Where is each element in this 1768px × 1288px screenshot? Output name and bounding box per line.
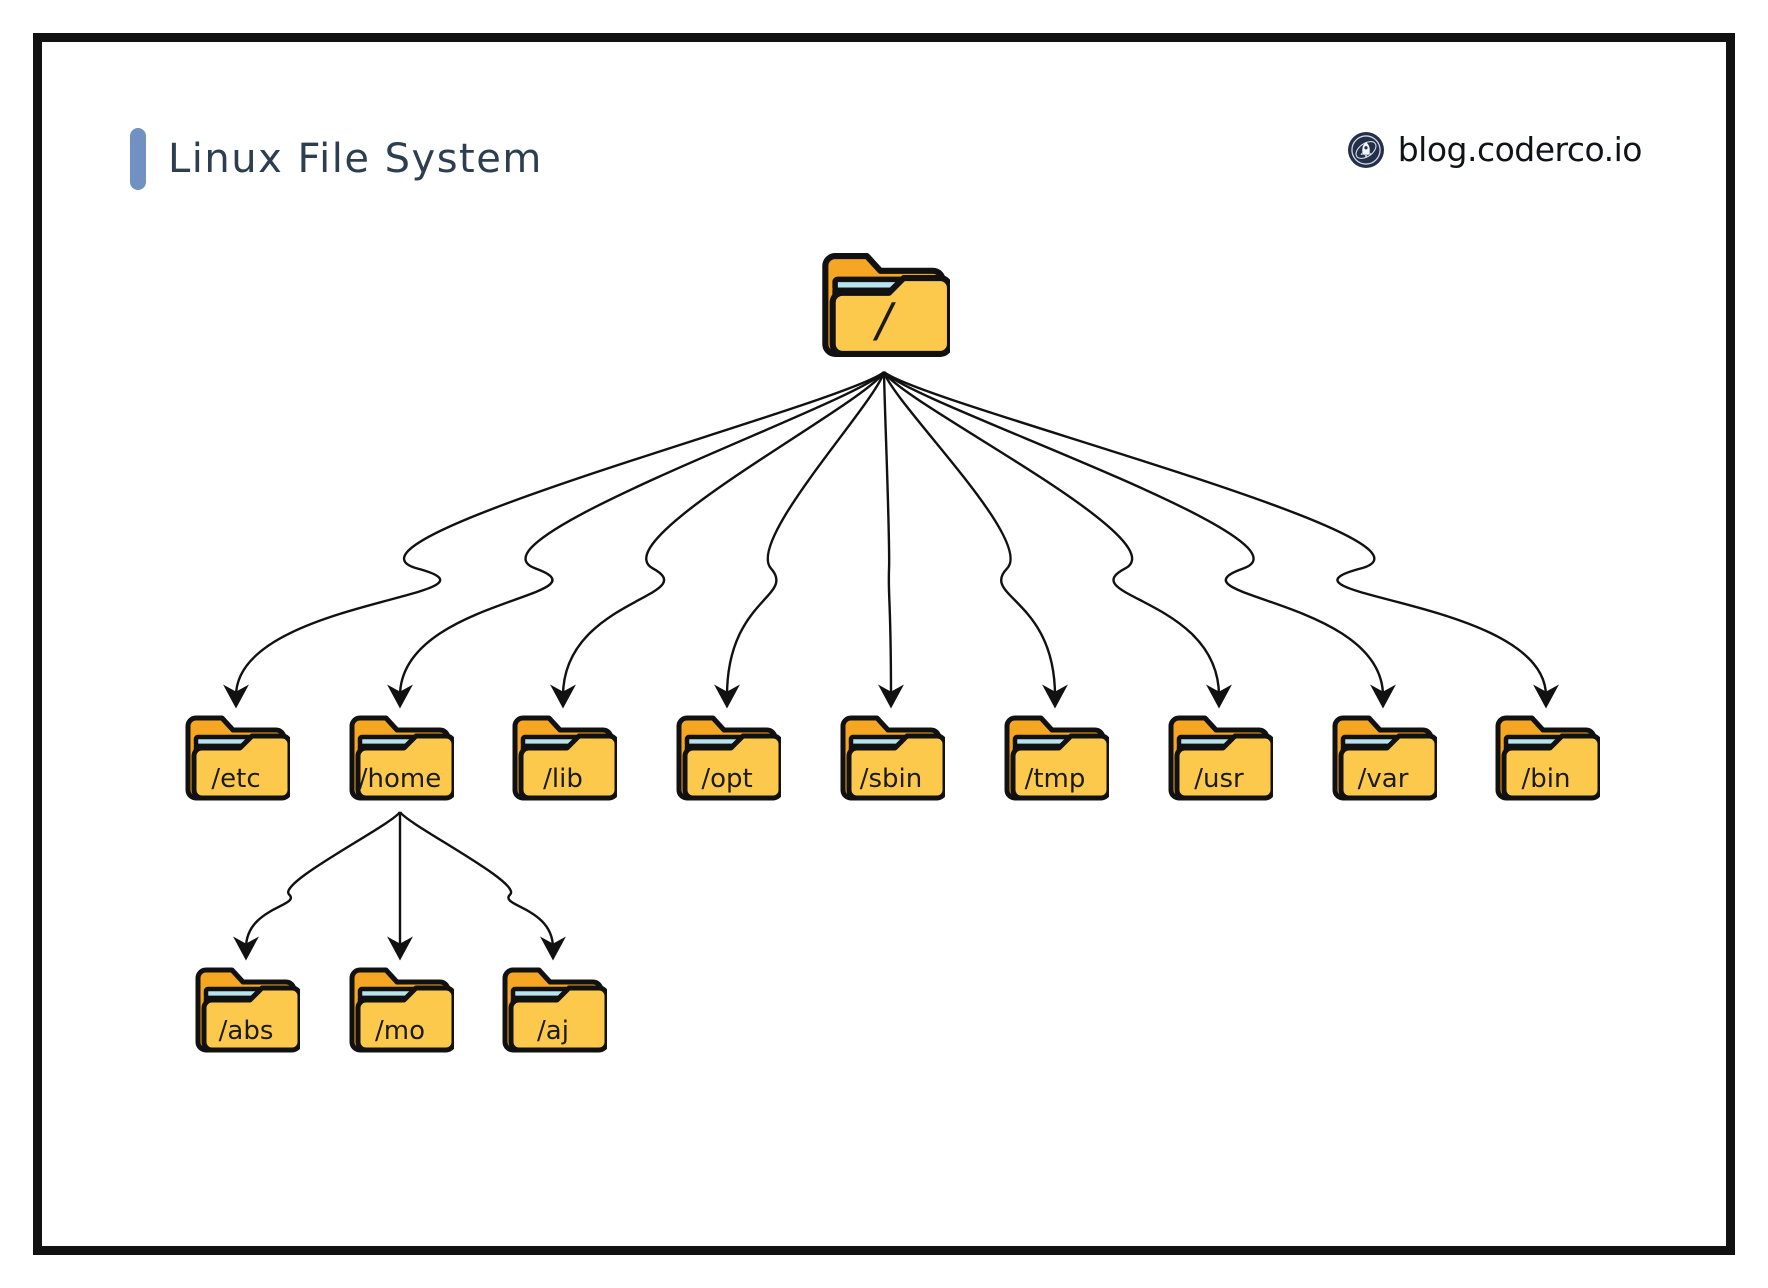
folder-graphic	[1329, 710, 1440, 810]
folder-node-root[interactable]: /	[818, 244, 954, 366]
folder-icon	[1495, 715, 1603, 801]
folder-icon	[840, 715, 948, 801]
folder-icon	[512, 715, 620, 801]
folder-node-lib[interactable]: /lib	[509, 710, 620, 806]
folder-node-var[interactable]: /var	[1329, 710, 1440, 806]
folder-graphic	[182, 710, 293, 810]
folder-icon	[676, 715, 784, 801]
folder-icon	[502, 967, 610, 1053]
brand-label: blog.coderco.io	[1397, 130, 1643, 169]
folder-icon	[195, 967, 303, 1053]
folder-graphic	[499, 962, 610, 1062]
folder-node-sbin[interactable]: /sbin	[837, 710, 948, 806]
folder-node-bin[interactable]: /bin	[1492, 710, 1603, 806]
folder-icon	[349, 967, 457, 1053]
folder-icon	[185, 715, 293, 801]
folder-icon	[822, 253, 954, 357]
folder-node-mo[interactable]: /mo	[346, 962, 457, 1058]
folder-icon	[1004, 715, 1112, 801]
title-accent-bar	[130, 128, 146, 190]
folder-node-abs[interactable]: /abs	[192, 962, 303, 1058]
folder-node-usr[interactable]: /usr	[1165, 710, 1276, 806]
folder-node-etc[interactable]: /etc	[182, 710, 293, 806]
folder-graphic	[837, 710, 948, 810]
folder-icon	[1332, 715, 1440, 801]
folder-graphic	[673, 710, 784, 810]
folder-graphic	[509, 710, 620, 810]
folder-icon	[1168, 715, 1276, 801]
folder-graphic	[346, 962, 457, 1062]
folder-node-opt[interactable]: /opt	[673, 710, 784, 806]
page-frame	[33, 33, 1735, 1255]
rocket-badge-icon	[1347, 131, 1384, 168]
folder-graphic	[1001, 710, 1112, 810]
title-label: Linux File System	[168, 136, 543, 182]
folder-graphic	[192, 962, 303, 1062]
brand: blog.coderco.io	[1347, 130, 1643, 169]
page-title: Linux File System	[130, 128, 543, 190]
folder-node-home[interactable]: /home	[346, 710, 457, 806]
folder-graphic	[1165, 710, 1276, 810]
folder-node-tmp[interactable]: /tmp	[1001, 710, 1112, 806]
folder-icon	[349, 715, 457, 801]
folder-node-aj[interactable]: /aj	[499, 962, 610, 1058]
folder-graphic	[818, 244, 954, 370]
folder-graphic	[346, 710, 457, 810]
folder-graphic	[1492, 710, 1603, 810]
